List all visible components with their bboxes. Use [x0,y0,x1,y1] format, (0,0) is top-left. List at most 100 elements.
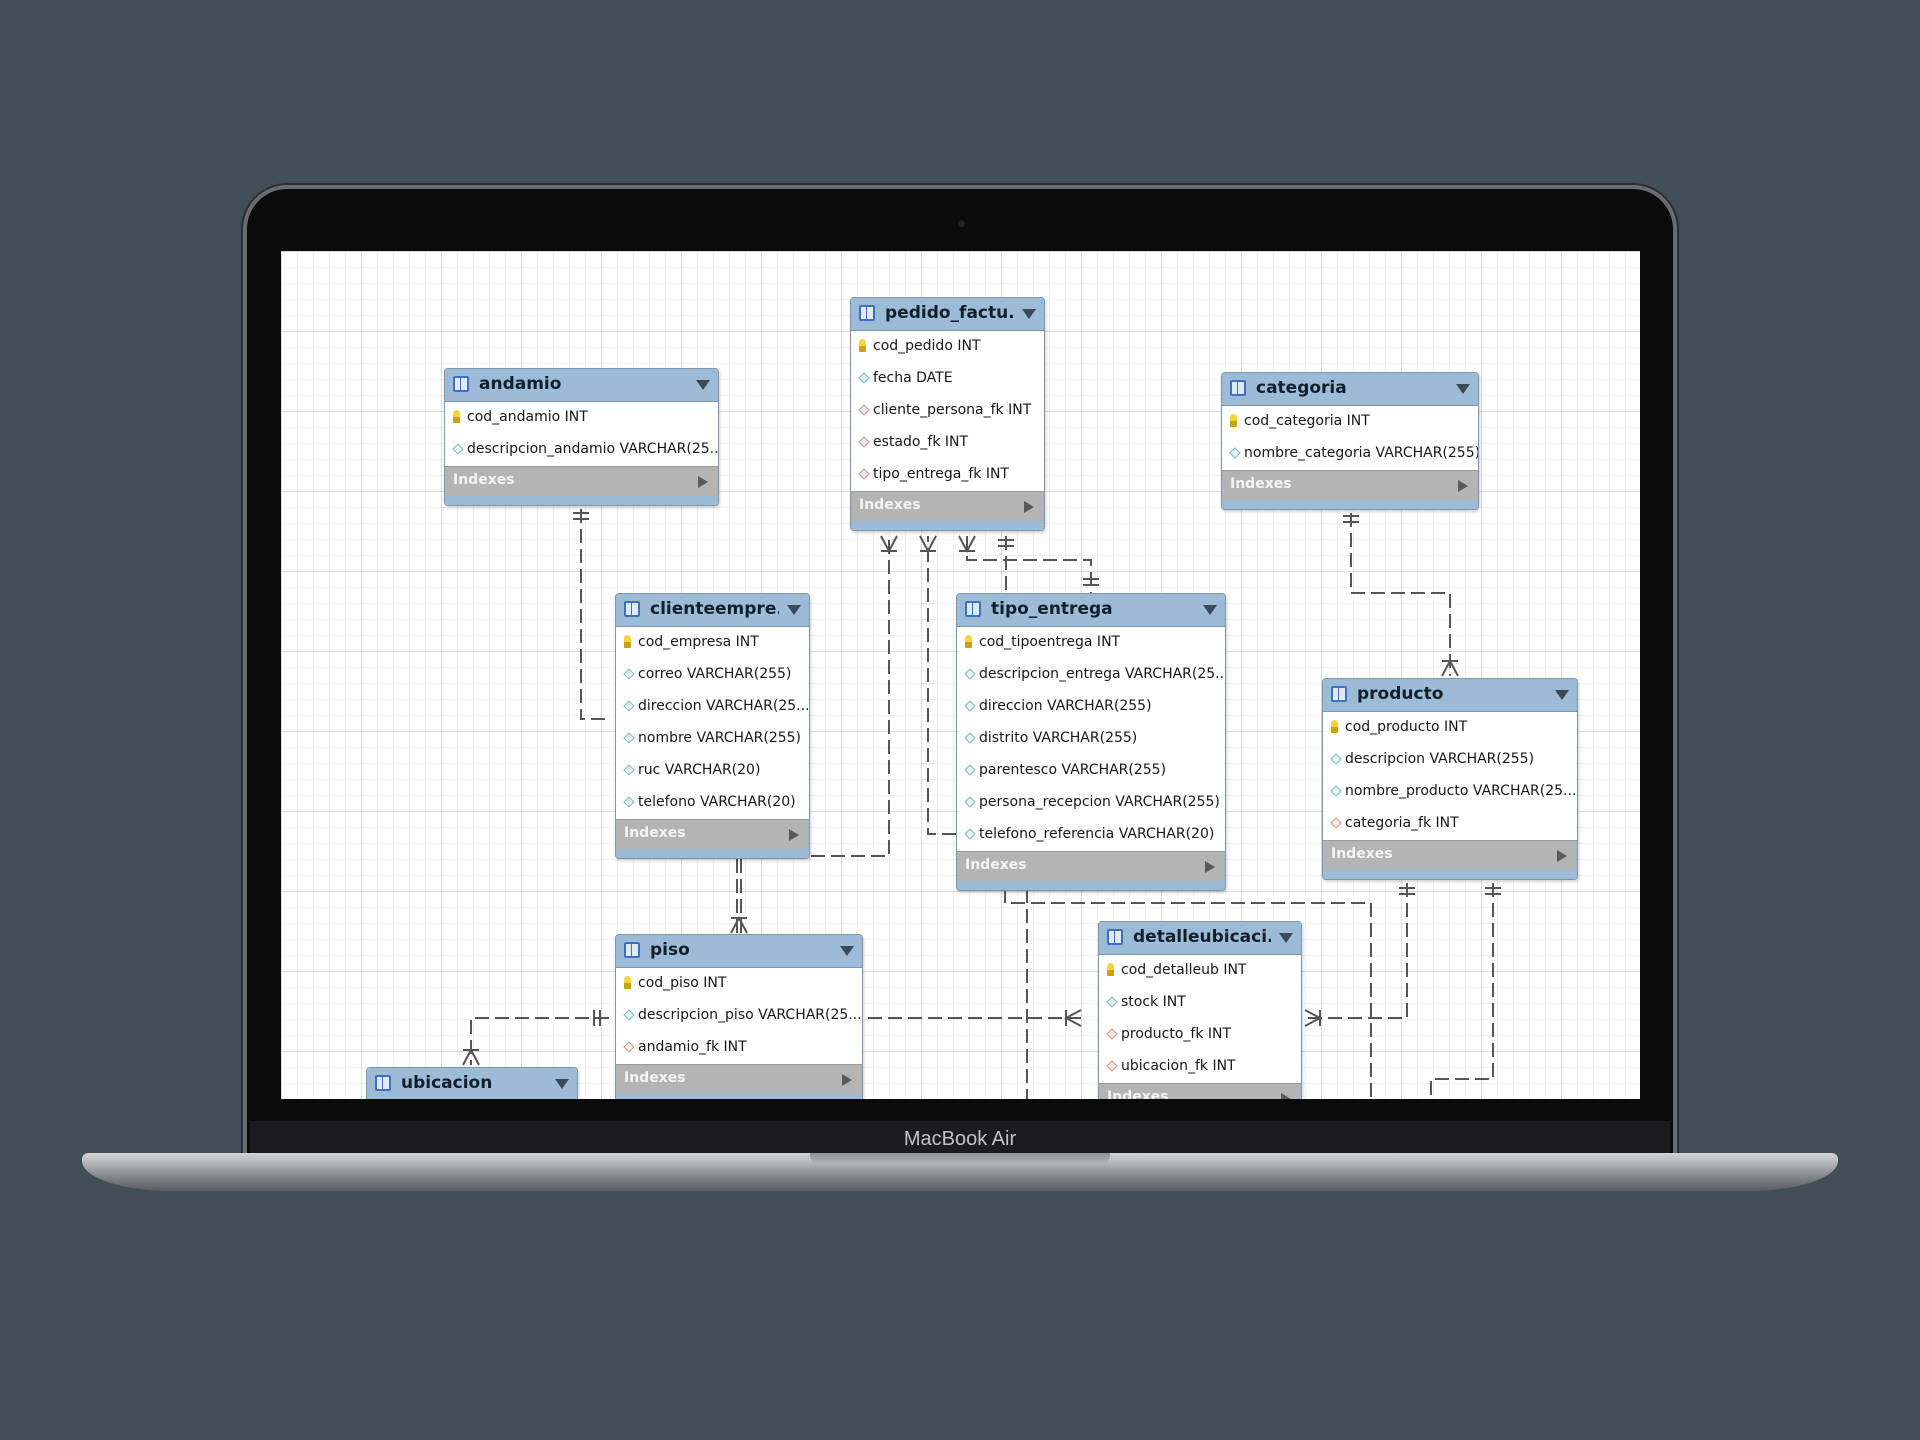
indexes-section[interactable]: Indexes [1099,1083,1301,1099]
column-row[interactable]: persona_recepcion VARCHAR(255) [957,787,1225,819]
indexes-label: Indexes [1331,846,1393,862]
entity-piso[interactable]: piso cod_piso INT descripcion_piso VARCH… [615,934,863,1099]
column-row[interactable]: cod_categoria INT [1222,406,1478,438]
dropdown-icon[interactable] [1203,605,1217,615]
column-row[interactable]: direccion VARCHAR(255) [957,691,1225,723]
column-row[interactable]: fecha DATE [851,363,1044,395]
column-row[interactable]: direccion VARCHAR(25... [616,691,809,723]
entity-header[interactable]: ubicacion [367,1068,577,1099]
indexes-section[interactable]: Indexes [616,1064,862,1094]
indexes-section[interactable]: Indexes [1222,470,1478,500]
table-icon [859,305,875,321]
column-row[interactable]: cod_andamio INT [445,402,718,434]
dropdown-icon[interactable] [696,380,710,390]
indexes-section[interactable]: Indexes [851,491,1044,521]
many-marker [919,535,937,554]
column-row[interactable]: cod_pedido INT [851,331,1044,363]
dropdown-icon[interactable] [1022,309,1036,319]
indexes-label: Indexes [859,497,921,513]
er-diagram-canvas[interactable]: andamio cod_andamio INT descripcion_anda… [281,251,1640,1099]
entity-header[interactable]: tipo_entrega [957,594,1225,627]
table-icon [1107,929,1123,945]
dropdown-icon[interactable] [1456,384,1470,394]
column-name: tipo_entrega_fk INT [873,466,1009,482]
indexes-label: Indexes [453,472,515,488]
entity-categoria[interactable]: categoria cod_categoria INT nombre_categ… [1221,372,1479,510]
entity-header[interactable]: detalleubicaci... [1099,922,1301,955]
expand-icon[interactable] [698,476,708,488]
entity-header[interactable]: pedido_factu... [851,298,1044,331]
column-row[interactable]: distrito VARCHAR(255) [957,723,1225,755]
expand-icon[interactable] [1024,501,1034,513]
laptop-notch [810,1153,1110,1165]
entity-header[interactable]: producto [1323,679,1577,712]
entity-header[interactable]: categoria [1222,373,1478,406]
column-row[interactable]: tipo_entrega_fk INT [851,459,1044,491]
column-row[interactable]: estado_fk INT [851,427,1044,459]
entity-header[interactable]: andamio [445,369,718,402]
entity-header[interactable]: piso [616,935,862,968]
column-row[interactable]: parentesco VARCHAR(255) [957,755,1225,787]
column-row[interactable]: cod_piso INT [616,968,862,1000]
column-row[interactable]: cliente_persona_fk INT [851,395,1044,427]
dropdown-icon[interactable] [1279,933,1293,943]
column-row[interactable]: nombre VARCHAR(255) [616,723,809,755]
column-row[interactable]: cod_tipoentrega INT [957,627,1225,659]
column-row[interactable]: ruc VARCHAR(20) [616,755,809,787]
column-row[interactable]: descripcion_andamio VARCHAR(25... [445,434,718,466]
entity-title: producto [1357,684,1444,704]
expand-icon[interactable] [1205,861,1215,873]
entity-footer [957,881,1225,890]
column-name: estado_fk INT [873,434,969,450]
attribute-icon [1330,753,1342,765]
attribute-icon [623,764,635,776]
dropdown-icon[interactable] [840,946,854,956]
entity-pedido-factura[interactable]: pedido_factu... cod_pedido INT fecha DAT… [850,297,1045,531]
expand-icon[interactable] [789,829,799,841]
column-name: nombre_categoria VARCHAR(255) [1244,445,1478,461]
column-name: descripcion_entrega VARCHAR(25... [979,666,1225,682]
column-row[interactable]: cod_detalleub INT [1099,955,1301,987]
column-row[interactable]: descripcion VARCHAR(255) [1323,744,1577,776]
entity-tipo-entrega[interactable]: tipo_entrega cod_tipoentrega INT descrip… [956,593,1226,891]
entity-ubicacion[interactable]: ubicacion [366,1067,578,1099]
column-row[interactable]: ubicacion_fk INT [1099,1051,1301,1083]
entity-detalleubicacion[interactable]: detalleubicaci... cod_detalleub INT stoc… [1098,921,1302,1099]
column-row[interactable]: nombre_producto VARCHAR(25... [1323,776,1577,808]
indexes-section[interactable]: Indexes [616,819,809,849]
expand-icon[interactable] [1557,850,1567,862]
entity-andamio[interactable]: andamio cod_andamio INT descripcion_anda… [444,368,719,506]
table-icon [1230,380,1246,396]
dropdown-icon[interactable] [555,1079,569,1089]
column-row[interactable]: andamio_fk INT [616,1032,862,1064]
expand-icon[interactable] [1281,1093,1291,1099]
indexes-section[interactable]: Indexes [957,851,1225,881]
column-row[interactable]: stock INT [1099,987,1301,1019]
expand-icon[interactable] [842,1074,852,1086]
column-row[interactable]: cod_producto INT [1323,712,1577,744]
column-row[interactable]: nombre_categoria VARCHAR(255) [1222,438,1478,470]
column-row[interactable]: descripcion_piso VARCHAR(25... [616,1000,862,1032]
column-row[interactable]: telefono_referencia VARCHAR(20) [957,819,1225,851]
relationship-line [1305,883,1408,1019]
expand-icon[interactable] [1458,480,1468,492]
one-marker [1485,887,1501,895]
entity-header[interactable]: clienteempre... [616,594,809,627]
column-row[interactable]: cod_empresa INT [616,627,809,659]
column-row[interactable]: correo VARCHAR(255) [616,659,809,691]
many-marker [880,535,898,554]
column-row[interactable]: producto_fk INT [1099,1019,1301,1051]
entity-producto[interactable]: producto cod_producto INT descripcion VA… [1322,678,1578,880]
column-row[interactable]: categoria_fk INT [1323,808,1577,840]
relationship-line [1430,883,1494,1099]
indexes-label: Indexes [1107,1089,1169,1099]
attribute-icon [964,764,976,776]
dropdown-icon[interactable] [1555,690,1569,700]
indexes-section[interactable]: Indexes [445,466,718,496]
indexes-section[interactable]: Indexes [1323,840,1577,870]
column-name: telefono VARCHAR(20) [638,794,796,810]
entity-clienteempresa[interactable]: clienteempre... cod_empresa INT correo V… [615,593,810,859]
column-row[interactable]: descripcion_entrega VARCHAR(25... [957,659,1225,691]
column-row[interactable]: telefono VARCHAR(20) [616,787,809,819]
dropdown-icon[interactable] [787,605,801,615]
